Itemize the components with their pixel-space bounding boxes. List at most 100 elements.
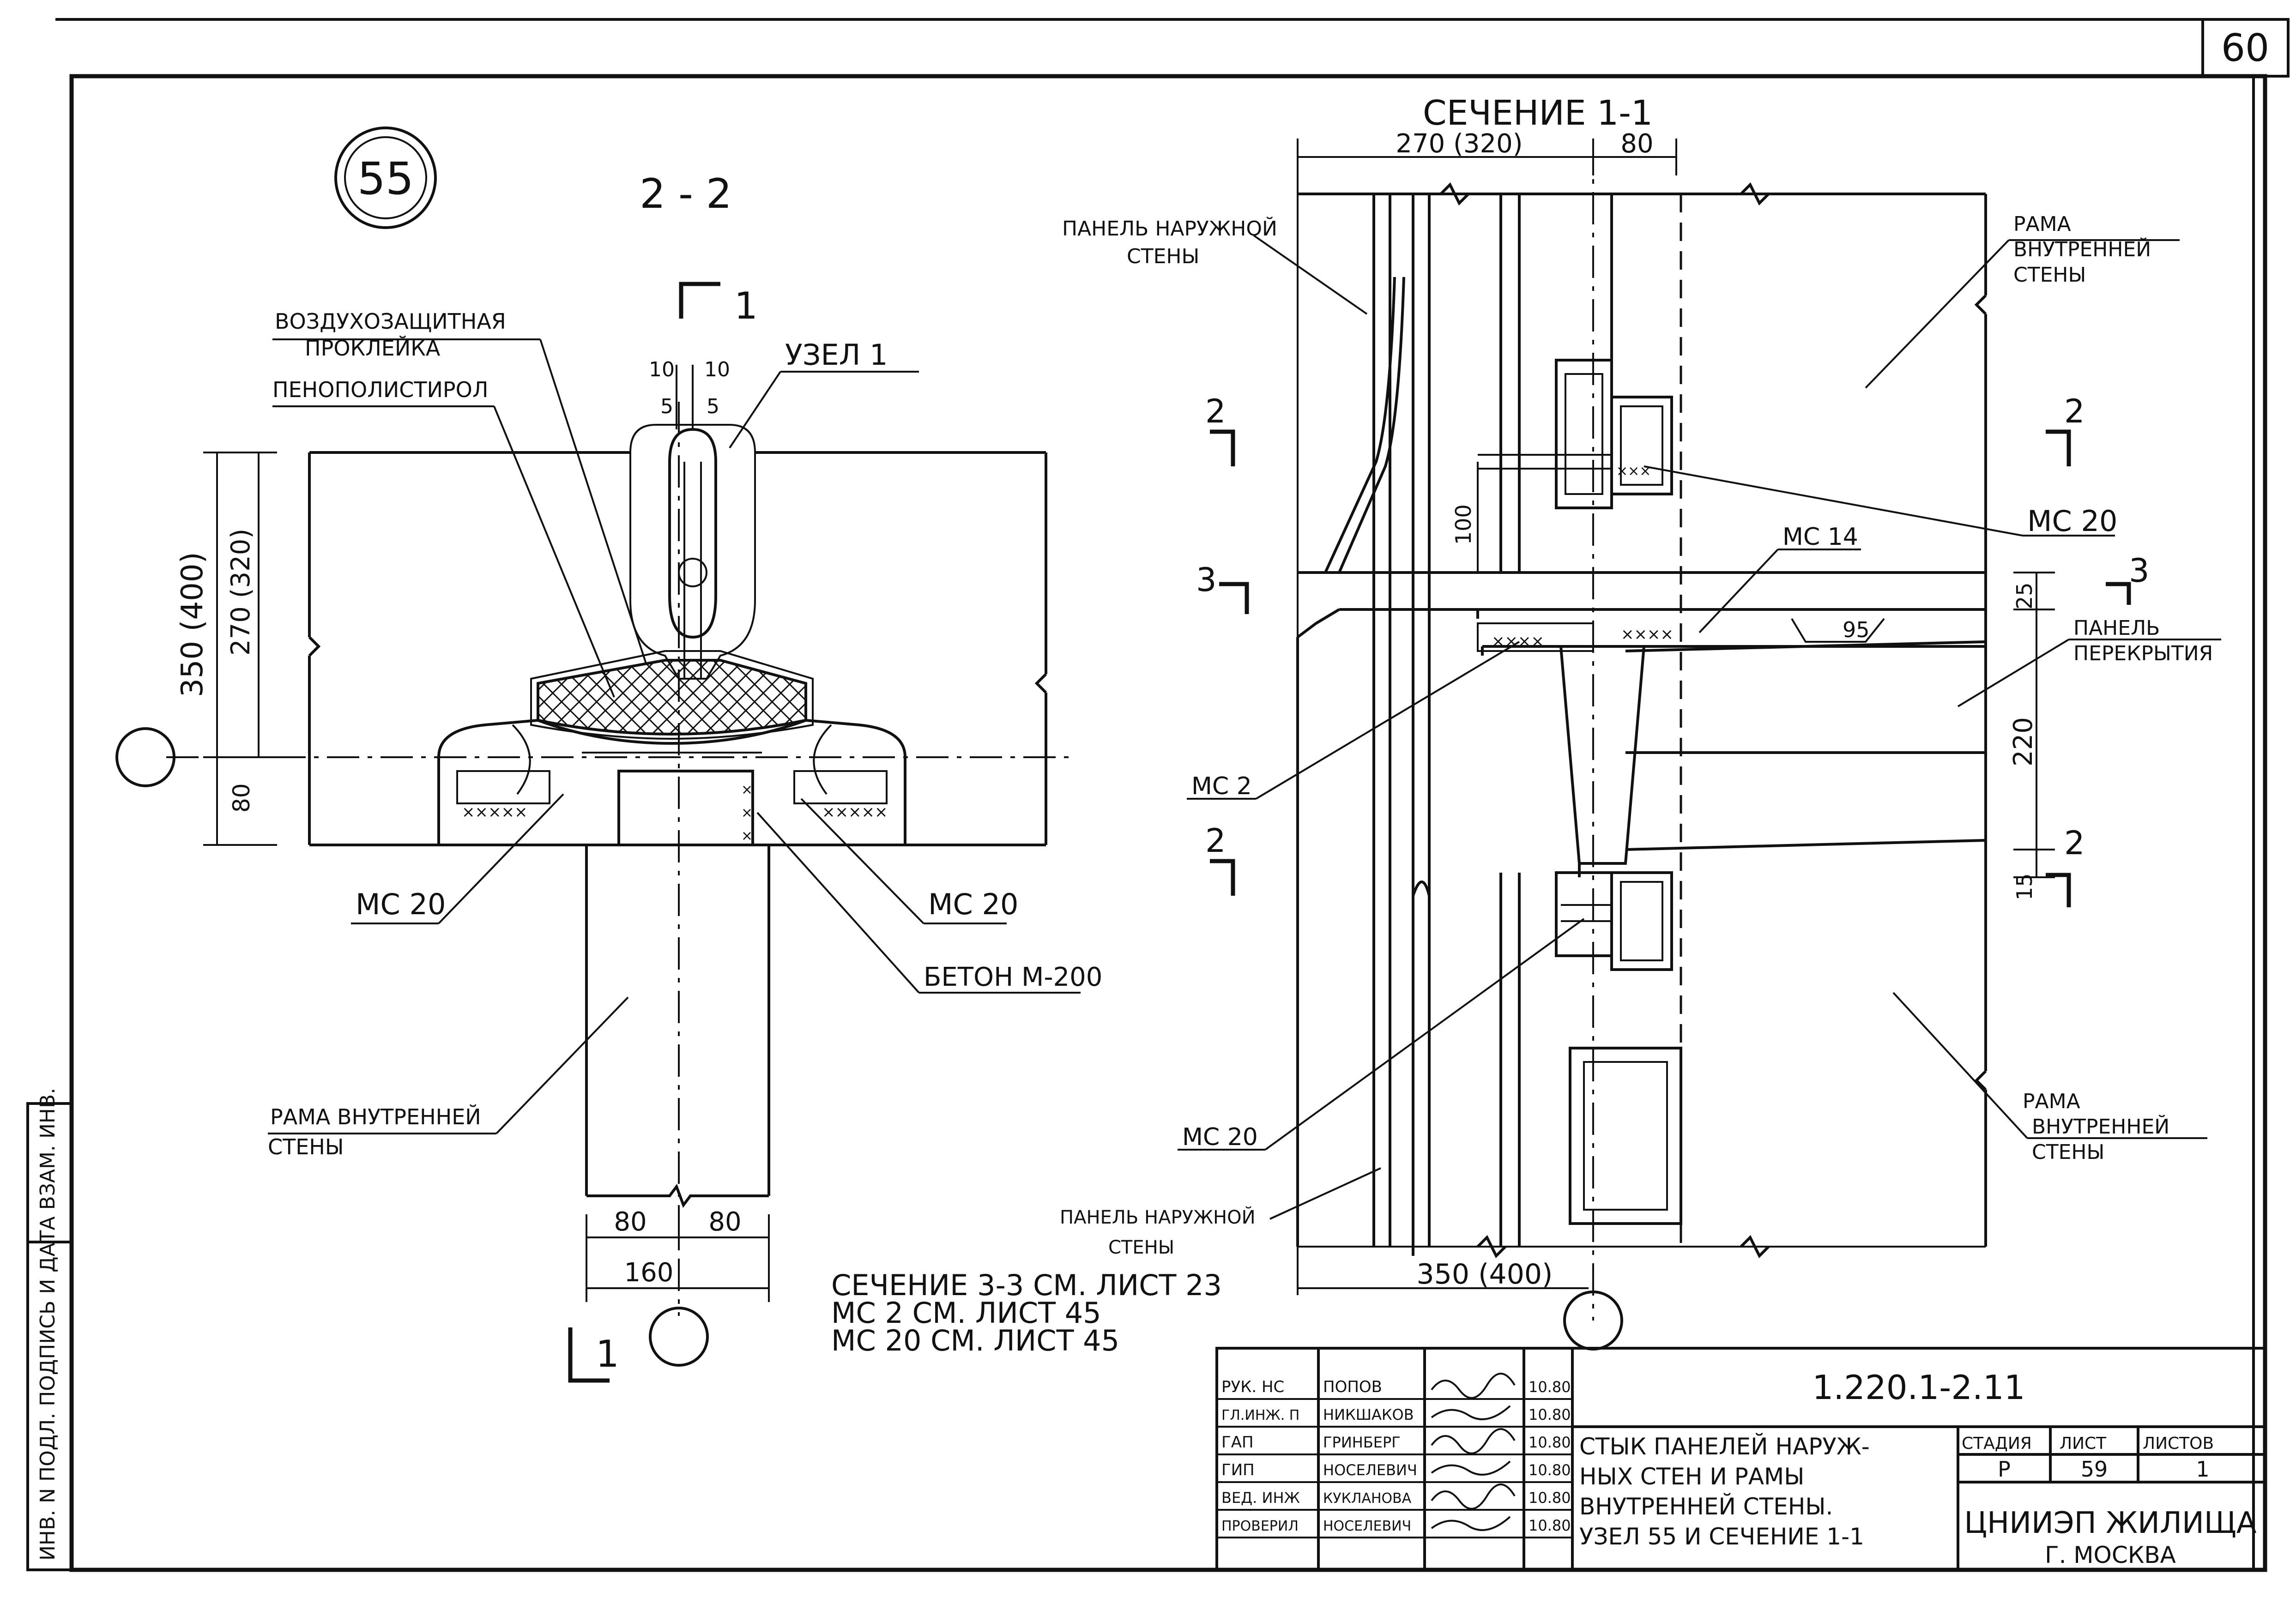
drawing-label: НИКШАКОВ	[1323, 1406, 1414, 1423]
drawing-label: ГАП	[1221, 1433, 1254, 1452]
drawing-label: 95	[1843, 617, 1870, 642]
drawing-label: 2	[1205, 392, 1226, 430]
label-mc20-bottom: МС 20	[1182, 1123, 1258, 1151]
node-number: 55	[357, 153, 414, 205]
drawing-label: 5	[707, 395, 719, 418]
label-foam: ПЕНОПОЛИСТИРОЛ	[272, 377, 488, 402]
drawing-label: НОСЕЛЕВИЧ	[1323, 1518, 1411, 1534]
label-mc2: МС 2	[1191, 772, 1252, 800]
svg-text:×: ×	[741, 828, 753, 844]
dim-100: 100	[1451, 504, 1476, 545]
side-stamp-text: ИНВ. N ПОДЛ. ПОДПИСЬ И ДАТА ВЗАМ. ИНВ.	[36, 1088, 60, 1561]
side-stamp: ИНВ. N ПОДЛ. ПОДПИСЬ И ДАТА ВЗАМ. ИНВ.	[26, 1088, 73, 1571]
label-outer-panel-top: ПАНЕЛЬ НАРУЖНОЙ	[1062, 216, 1277, 241]
dim-mid-height: 270 (320)	[226, 529, 256, 656]
drawing-label: 1	[2196, 1457, 2209, 1482]
note-2: МС 2 СМ. ЛИСТ 45	[831, 1296, 1101, 1330]
right-section-title: СЕЧЕНИЕ 1-1	[1423, 93, 1653, 133]
drawing-label: 10	[649, 358, 675, 381]
drawing-label: Р	[1998, 1457, 2011, 1482]
drawing-label: ПОПОВ	[1323, 1378, 1382, 1396]
drawing-label: 2	[2064, 392, 2085, 430]
drawing-label: 2	[2064, 824, 2085, 862]
drawing-label: ПРОВЕРИЛ	[1221, 1518, 1299, 1534]
cut-mark-bottom: 1	[596, 1333, 619, 1375]
svg-text:×: ×	[741, 782, 753, 798]
title-block: 1.220.1-2.11 РУК. НС ГЛ.ИНЖ. П ГАП ГИП В…	[1215, 1347, 2266, 1571]
description-line-3: ВНУТРЕННЕЙ СТЕНЫ.	[1579, 1493, 1833, 1520]
cut-mark-top: 1	[734, 284, 758, 327]
label-outer-panel-top-2: СТЕНЫ	[1127, 245, 1199, 268]
dim-width-right: 80	[708, 1207, 741, 1237]
label-concrete: БЕТОН М-200	[924, 962, 1102, 992]
axis-bubble-left	[115, 727, 175, 787]
svg-text:××××: ××××	[1621, 625, 1674, 644]
description-line-4: УЗЕЛ 55 И СЕЧЕНИЕ 1-1	[1579, 1523, 1864, 1550]
drawing-label: 10.80	[1529, 1461, 1571, 1479]
drawing-label: 3	[2129, 552, 2150, 590]
drawing-label: 10.80	[1529, 1434, 1571, 1451]
label-frame-top: РАМА	[2013, 212, 2071, 236]
drawing-label: 3	[1196, 561, 1217, 599]
label-mc14: МС 14	[1782, 523, 1858, 551]
left-view: 55 2 - 2 1 1	[115, 127, 1222, 1383]
label-frame: РАМА ВНУТРЕННЕЙ	[270, 1104, 481, 1129]
dim-top-width: 270 (320)	[1396, 129, 1523, 159]
label-mc20-left: МС 20	[356, 887, 446, 921]
sheet-frame: 60	[55, 18, 2290, 1572]
note-3: МС 20 СМ. ЛИСТ 45	[831, 1324, 1119, 1357]
label-floor-panel: ПАНЕЛЬ	[2073, 616, 2160, 640]
label-outer-panel-bottom: ПАНЕЛЬ НАРУЖНОЙ	[1060, 1206, 1256, 1228]
svg-text:×××: ×××	[1616, 463, 1651, 479]
drawing-label: 10.80	[1529, 1517, 1571, 1534]
drawing-label: 2	[1205, 822, 1226, 860]
drawing-label: 10.80	[1529, 1489, 1571, 1507]
dim-15: 15	[2012, 873, 2037, 900]
signatures	[1431, 1373, 1516, 1531]
label-air-seal: ВОЗДУХОЗАЩИТНАЯ	[275, 309, 506, 334]
drawing-label: СТАДИЯ	[1962, 1434, 2032, 1453]
description-line-2: НЫХ СТЕН И РАМЫ	[1579, 1463, 1804, 1490]
label-frame-bottom: РАМА	[2023, 1090, 2080, 1113]
drawing-label: ГЛ.ИНЖ. П	[1221, 1407, 1299, 1423]
dim-low-height: 80	[228, 783, 255, 813]
drawing-label: ГРИНБЕРГ	[1323, 1434, 1401, 1451]
drawing-label: ЛИСТОВ	[2143, 1434, 2214, 1453]
doc-code: 1.220.1-2.11	[1812, 1368, 2025, 1407]
sheet-number: 60	[2221, 26, 2269, 70]
svg-text:××××: ××××	[1492, 632, 1544, 651]
svg-text:×××××: ×××××	[462, 803, 527, 821]
note-1: СЕЧЕНИЕ 3-3 СМ. ЛИСТ 23	[831, 1268, 1222, 1302]
svg-text:×: ×	[741, 805, 753, 821]
dim-width-left: 80	[614, 1207, 647, 1237]
drawing-label: 10	[704, 358, 730, 381]
drawing-label: ВЕД. ИНЖ	[1221, 1489, 1300, 1507]
dim-bottom-width: 350 (400)	[1417, 1258, 1553, 1290]
foam-insulation	[537, 659, 807, 736]
right-view: СЕЧЕНИЕ 1-1 270 (320) 80	[1060, 93, 2221, 1351]
dim-total-height: 350 (400)	[175, 552, 210, 697]
drawing-label: ЛИСТ	[2060, 1434, 2107, 1453]
drawing-label: 10.80	[1529, 1406, 1571, 1423]
description-line-1: СТЫК ПАНЕЛЕЙ НАРУЖ-	[1579, 1433, 1870, 1460]
dim-220: 220	[2008, 717, 2038, 766]
left-section-title: 2 - 2	[640, 170, 732, 217]
label-outer-panel-bottom-2: СТЕНЫ	[1108, 1237, 1174, 1258]
drawing-label: 59	[2081, 1457, 2108, 1482]
drawing-label: НОСЕЛЕВИЧ	[1323, 1461, 1417, 1479]
label-frame-2: СТЕНЫ	[268, 1134, 344, 1159]
drawing-label: ГИП	[1221, 1461, 1255, 1479]
dim-top-width-2: 80	[1620, 129, 1653, 159]
drawing-label: КУКЛАНОВА	[1323, 1490, 1412, 1507]
drawing-label: 10.80	[1529, 1378, 1571, 1396]
label-floor-panel-2: ПЕРЕКРЫТИЯ	[2073, 642, 2213, 665]
svg-text:×××××: ×××××	[822, 803, 888, 821]
label-frame-bottom-2: ВНУТРЕННЕЙ	[2032, 1114, 2169, 1139]
organization: ЦНИИЭП ЖИЛИЩА	[1964, 1506, 2257, 1540]
label-frame-bottom-3: СТЕНЫ	[2032, 1140, 2104, 1164]
dim-width-total: 160	[624, 1258, 674, 1288]
drawing-label: 5	[660, 395, 673, 418]
drawing-label: РУК. НС	[1221, 1378, 1284, 1396]
label-node: УЗЕЛ 1	[785, 338, 888, 372]
